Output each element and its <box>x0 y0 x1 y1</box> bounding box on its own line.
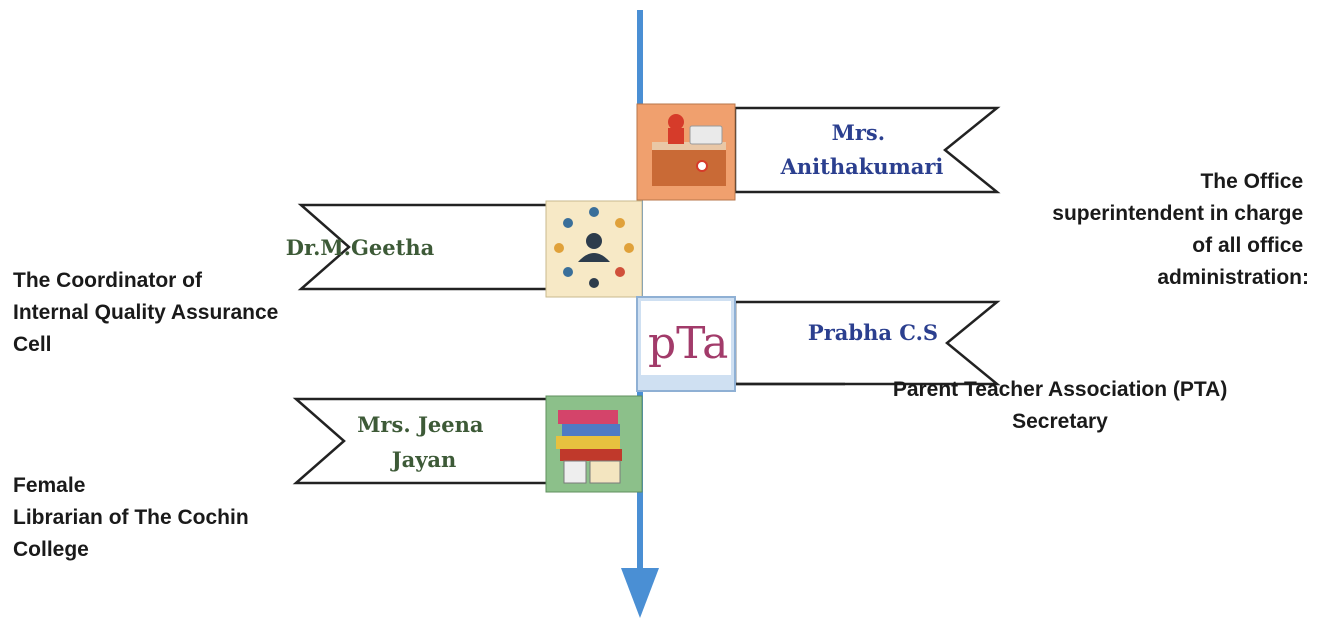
pta-logo-icon: pTa <box>636 296 736 392</box>
svg-text:pTa: pTa <box>648 318 728 369</box>
timeline-arrow-head <box>621 568 659 618</box>
name-geetha: Dr.M.Geetha <box>286 235 435 260</box>
caption-iqac-coordinator: The Coordinator of Internal Quality Assu… <box>13 269 284 356</box>
caption-librarian: Female Librarian of The Cochin College <box>13 474 255 561</box>
caption-pta-secretary: Parent Teacher Association (PTA) Secreta… <box>893 378 1233 433</box>
name-jeena-jayan: Mrs. Jeena Jayan <box>357 412 491 472</box>
network-people-icon <box>545 200 643 298</box>
name-anithakumari: Mrs. Anithakumari <box>780 120 944 179</box>
name-prabha: Prabha C.S <box>808 320 938 345</box>
caption-office-superintendent: The Office superintendent in charge of a… <box>1052 170 1309 289</box>
reception-desk-icon <box>636 103 736 201</box>
books-icon <box>545 395 643 493</box>
